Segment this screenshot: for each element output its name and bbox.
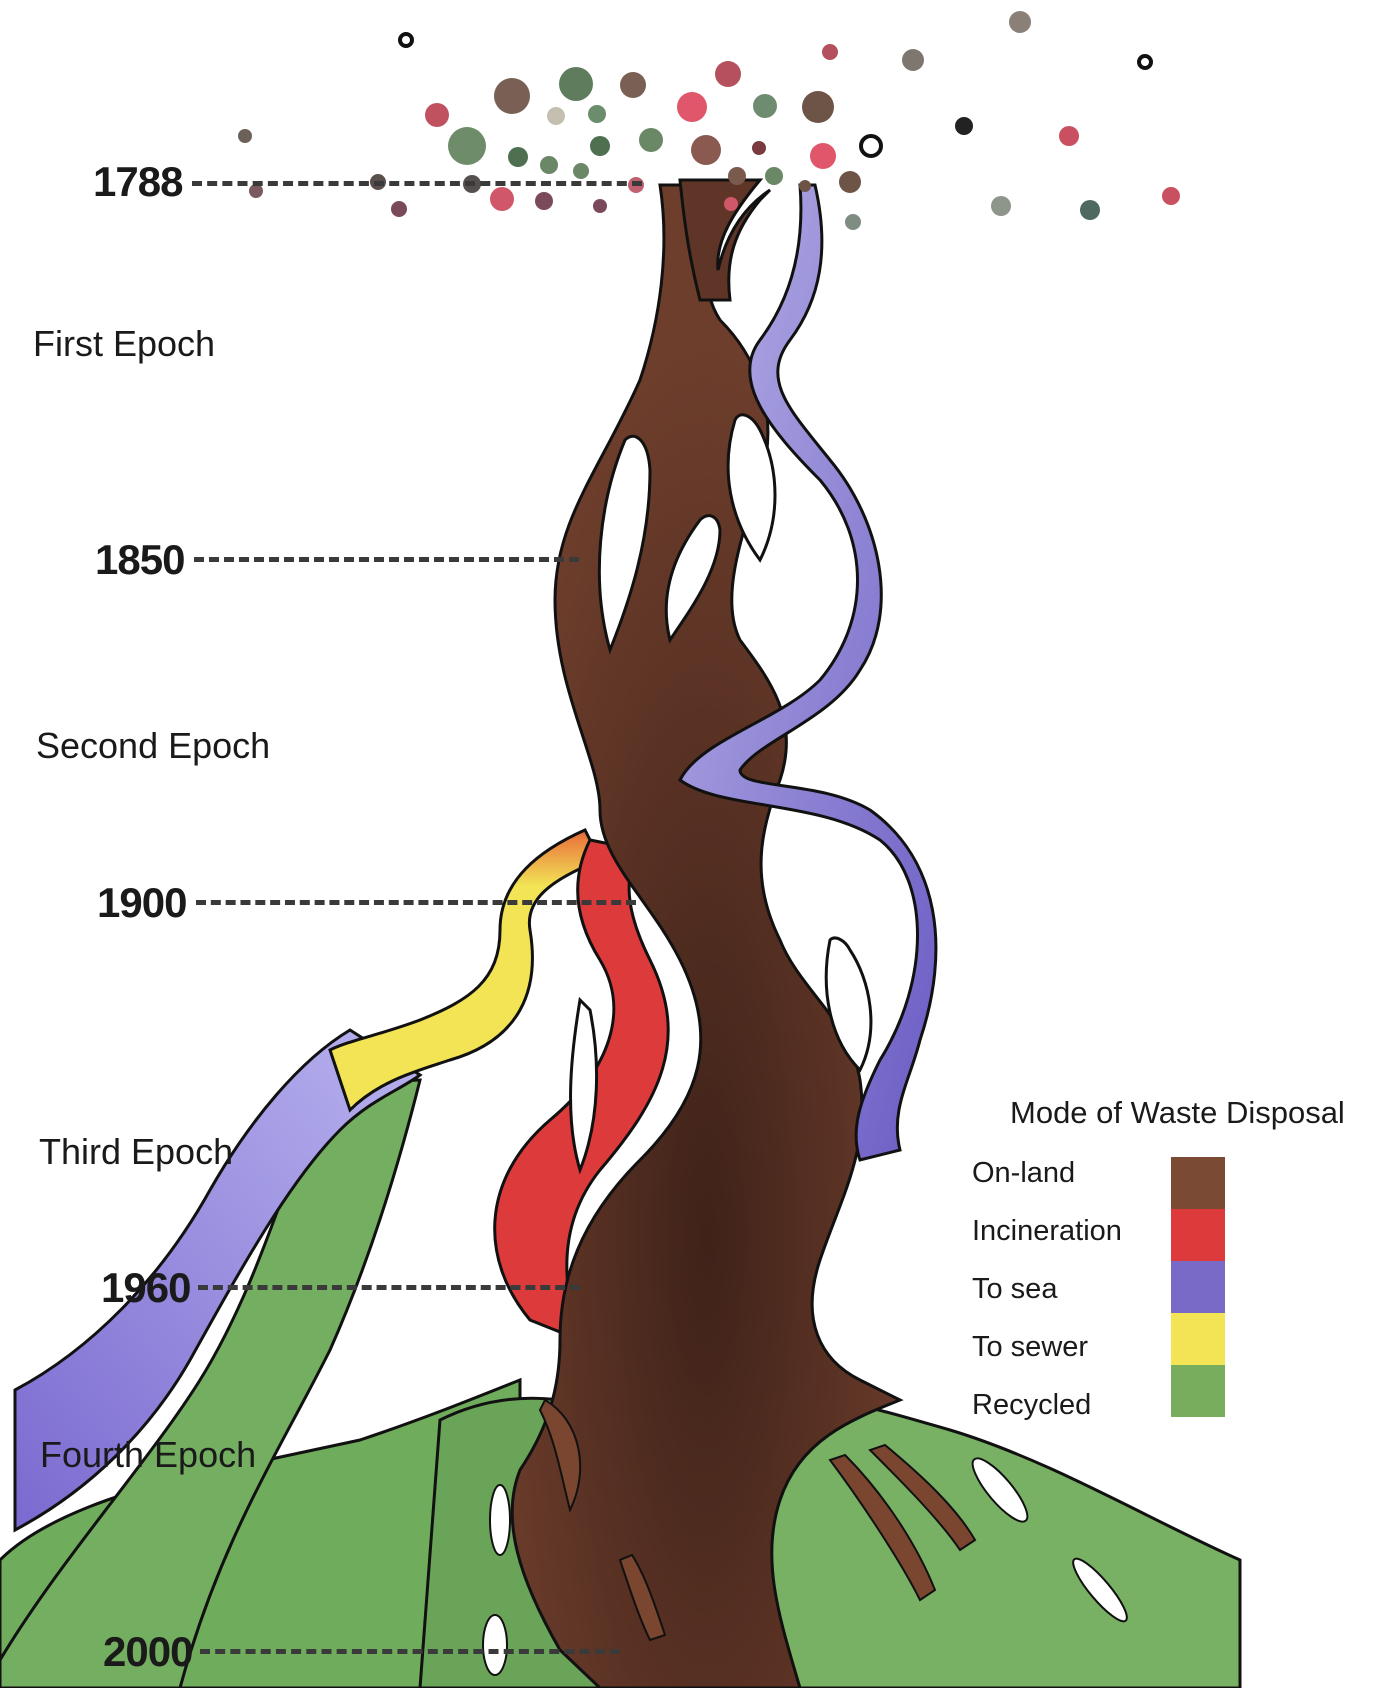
leader-1850	[194, 557, 579, 562]
legend-label-on-land: On-land	[972, 1157, 1075, 1190]
dot	[559, 67, 593, 101]
dot	[1080, 200, 1100, 220]
leader-1900	[196, 900, 636, 905]
dot	[802, 91, 834, 123]
legend-swatch-to-sewer	[1171, 1313, 1225, 1365]
dot	[593, 199, 607, 213]
dot	[400, 34, 412, 46]
dot	[845, 214, 861, 230]
epoch-first: First Epoch	[33, 323, 215, 365]
legend: Mode of Waste Disposal On-land Incinerat…	[965, 1095, 1365, 1425]
legend-label-to-sea: To sea	[972, 1273, 1057, 1306]
dot	[590, 136, 610, 156]
dot	[639, 128, 663, 152]
slit-1	[490, 1485, 510, 1555]
dot	[490, 187, 514, 211]
dot	[677, 92, 707, 122]
slit-2	[483, 1615, 507, 1675]
dot	[955, 117, 973, 135]
year-2000: 2000	[103, 1628, 192, 1676]
sewer-stream	[330, 830, 600, 1110]
legend-swatch-to-sea	[1171, 1261, 1225, 1313]
leader-2000	[200, 1649, 620, 1654]
dot	[1059, 126, 1079, 146]
dot	[861, 136, 881, 156]
legend-label-to-sewer: To sewer	[972, 1331, 1088, 1364]
epoch-third: Third Epoch	[39, 1131, 233, 1173]
dot	[724, 197, 738, 211]
dot	[753, 94, 777, 118]
dot	[839, 171, 861, 193]
dot	[238, 129, 252, 143]
dot	[765, 167, 783, 185]
dot	[715, 61, 741, 87]
dot	[588, 105, 606, 123]
dot	[448, 127, 486, 165]
dot	[494, 78, 530, 114]
dot	[1162, 187, 1180, 205]
dot	[1139, 56, 1151, 68]
dot	[810, 143, 836, 169]
dot	[691, 135, 721, 165]
dot	[535, 192, 553, 210]
dot	[822, 44, 838, 60]
dot	[540, 156, 558, 174]
dot	[991, 196, 1011, 216]
leader-1960	[198, 1285, 580, 1290]
dot	[547, 107, 565, 125]
legend-swatch-incineration	[1171, 1209, 1225, 1261]
leader-1788	[192, 181, 642, 186]
dot	[752, 141, 766, 155]
legend-title: Mode of Waste Disposal	[1010, 1095, 1345, 1131]
dot	[425, 103, 449, 127]
dot	[620, 72, 646, 98]
dot	[902, 49, 924, 71]
epoch-second: Second Epoch	[36, 725, 270, 767]
dot	[728, 167, 746, 185]
year-1900: 1900	[97, 879, 186, 927]
year-1960: 1960	[101, 1264, 190, 1312]
legend-swatch-recycled	[1171, 1365, 1225, 1417]
dot	[508, 147, 528, 167]
legend-label-recycled: Recycled	[972, 1389, 1091, 1422]
dot	[391, 201, 407, 217]
legend-swatch-on-land	[1171, 1157, 1225, 1209]
dot	[249, 184, 263, 198]
legend-label-incineration: Incineration	[972, 1215, 1122, 1248]
dot	[573, 163, 589, 179]
dot	[1009, 11, 1031, 33]
year-1788: 1788	[93, 158, 182, 206]
epoch-fourth: Fourth Epoch	[40, 1434, 256, 1476]
year-1850: 1850	[95, 536, 184, 584]
dot	[799, 180, 811, 192]
